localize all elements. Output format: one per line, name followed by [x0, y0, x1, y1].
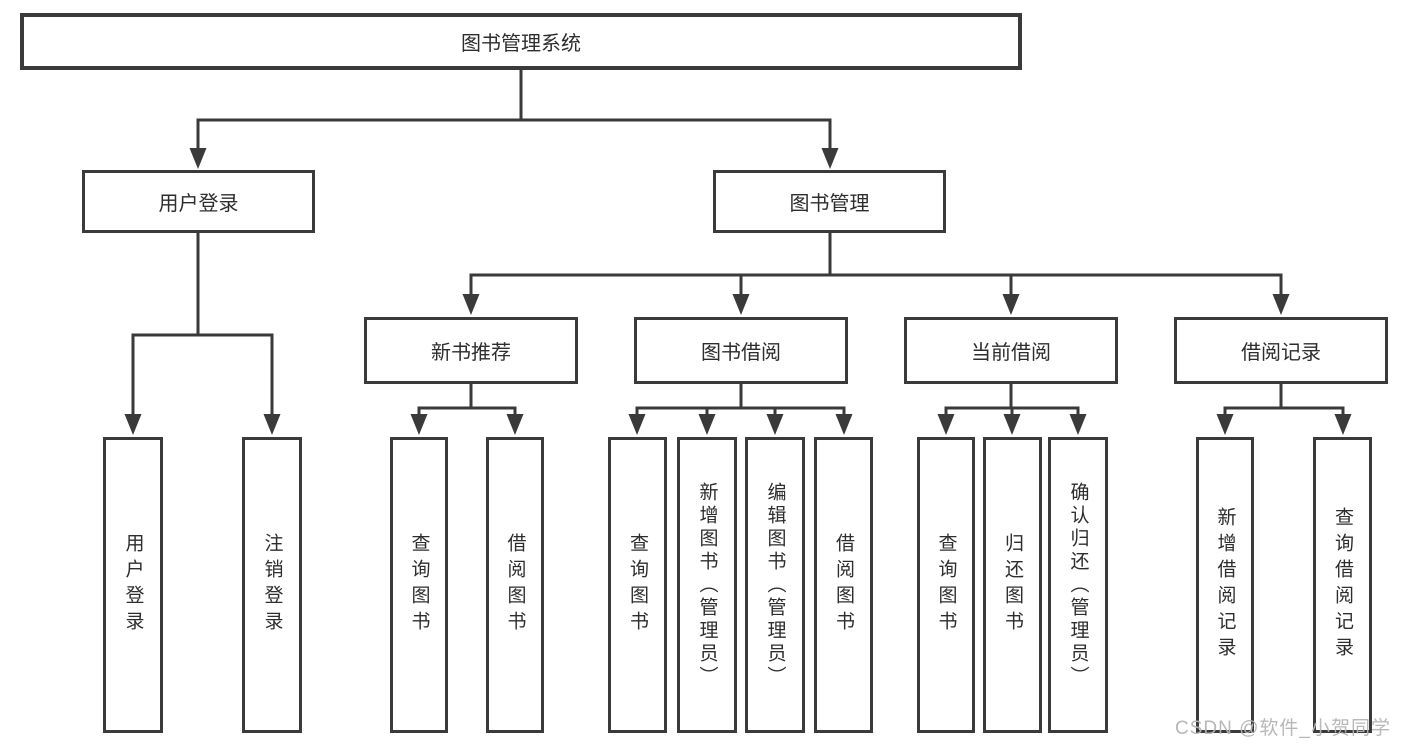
- arrowhead: [835, 414, 853, 435]
- edge-current-borrow-to-children: [944, 384, 1080, 417]
- arrowhead: [698, 414, 716, 435]
- edge-book-borrow-to-children: [635, 384, 846, 417]
- node-book-management: 图书管理: [713, 170, 946, 233]
- node-label: 新增借阅记录: [1214, 507, 1236, 663]
- arrowhead: [410, 414, 428, 435]
- node-label: 用户登录: [158, 193, 239, 215]
- node-new-book-recommend: 新书推荐: [364, 317, 578, 384]
- node-leaf-edit-books-admin: 编辑图书（管理员）: [745, 437, 805, 733]
- edge-borrow-records-to-children: [1223, 384, 1345, 417]
- node-label: 查询图书: [627, 533, 648, 637]
- arrowhead: [821, 148, 839, 169]
- node-current-borrowing: 当前借阅: [904, 317, 1118, 384]
- node-book-borrowing: 图书借阅: [634, 317, 848, 384]
- node-root-system: 图书管理系统: [20, 13, 1022, 70]
- arrowhead: [1272, 294, 1290, 315]
- node-label: 确认归还（管理员）: [1067, 481, 1089, 689]
- arrowhead: [1069, 414, 1087, 435]
- node-label: 查询图书: [408, 533, 430, 637]
- node-borrowing-records: 借阅记录: [1174, 317, 1388, 384]
- arrowhead: [124, 414, 142, 435]
- arrowhead: [1216, 414, 1234, 435]
- node-label: 图书借阅: [701, 342, 781, 364]
- arrowhead: [263, 414, 281, 435]
- arrowhead: [1334, 414, 1352, 435]
- edge-new-book-rec-to-children: [417, 384, 517, 417]
- node-label: 借阅图书: [504, 533, 526, 637]
- node-leaf-borrow-books-recommend: 借阅图书: [486, 437, 544, 733]
- node-user-login: 用户登录: [82, 170, 315, 233]
- node-leaf-return-books: 归还图书: [983, 437, 1042, 733]
- node-label: 当前借阅: [971, 342, 1051, 364]
- arrowhead: [732, 294, 750, 315]
- node-label: 用户登录: [122, 533, 144, 637]
- node-label: 图书管理系统: [461, 33, 581, 55]
- arrowhead: [937, 414, 955, 435]
- node-label: 查询借阅记录: [1332, 507, 1353, 663]
- node-leaf-query-books-borrow: 查询图书: [608, 437, 667, 733]
- arrowhead: [1002, 294, 1020, 315]
- node-leaf-user-login: 用户登录: [103, 437, 163, 733]
- edge-root-to-level2: [196, 70, 832, 150]
- arrowhead: [462, 294, 480, 315]
- node-leaf-query-books-recommend: 查询图书: [390, 437, 448, 733]
- node-label: 编辑图书（管理员）: [764, 481, 786, 689]
- edge-user-login-to-children: [131, 233, 274, 416]
- node-leaf-query-books-current: 查询图书: [917, 437, 975, 733]
- node-leaf-add-books-admin: 新增图书（管理员）: [677, 437, 737, 733]
- node-label: 图书管理: [789, 193, 870, 215]
- arrowhead: [1003, 414, 1021, 435]
- node-leaf-borrow-books: 借阅图书: [814, 437, 873, 733]
- node-leaf-logout: 注销登录: [242, 437, 302, 733]
- node-label: 注销登录: [261, 533, 283, 637]
- node-label: 归还图书: [1002, 533, 1023, 637]
- node-leaf-confirm-return-admin: 确认归还（管理员）: [1048, 437, 1108, 733]
- node-label: 新增图书（管理员）: [696, 481, 718, 689]
- node-label: 新书推荐: [431, 342, 511, 364]
- node-label: 查询图书: [935, 533, 957, 637]
- csdn-watermark: CSDN @软件_小贺同学: [1175, 718, 1391, 739]
- node-leaf-add-borrow-record: 新增借阅记录: [1196, 437, 1254, 733]
- node-label: 借阅图书: [833, 533, 854, 637]
- arrowhead: [628, 414, 646, 435]
- edge-book-mgmt-to-level3: [469, 233, 1283, 296]
- node-leaf-query-borrow-record: 查询借阅记录: [1313, 437, 1372, 733]
- arrowhead: [189, 148, 207, 169]
- arrowhead: [766, 414, 784, 435]
- node-label: 借阅记录: [1241, 342, 1321, 364]
- arrowhead: [506, 414, 524, 435]
